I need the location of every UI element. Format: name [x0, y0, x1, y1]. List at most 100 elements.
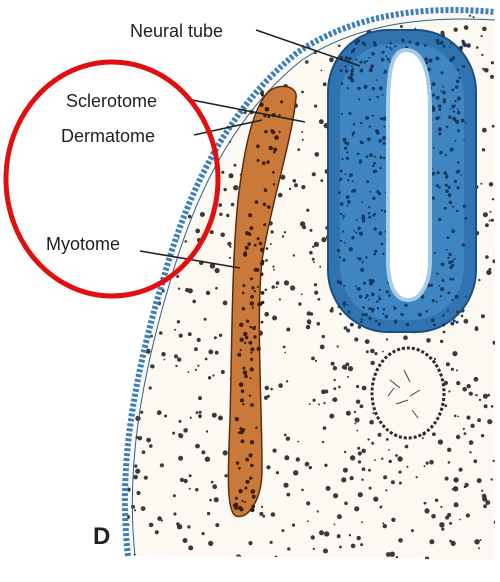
- neural-cell-dot: [385, 315, 389, 319]
- cell-dot: [196, 144, 201, 149]
- label-sclerotome: Sclerotome: [66, 91, 157, 111]
- neural-cell-dot: [435, 116, 439, 120]
- cell-dot: [183, 428, 188, 433]
- cell-dot: [236, 554, 241, 559]
- dermomyotome-cell-dot: [250, 464, 253, 467]
- neural-cell-dot: [351, 236, 354, 239]
- neural-cell-dot: [455, 140, 457, 142]
- neural-cell-dot: [457, 129, 460, 132]
- dermomyotome-cell-dot: [241, 439, 245, 443]
- neural-cell-dot: [362, 261, 364, 263]
- neural-cell-dot: [347, 304, 349, 306]
- cell-dot: [489, 182, 493, 186]
- cell-dot: [323, 549, 328, 554]
- cell-dot: [134, 509, 136, 511]
- neural-cell-dot: [406, 323, 409, 326]
- cell-dot: [485, 255, 489, 259]
- cell-dot: [494, 520, 498, 524]
- cell-dot: [210, 230, 214, 234]
- cell-dot: [208, 376, 211, 379]
- cell-dot: [314, 242, 319, 247]
- dermomyotome-cell-dot: [240, 338, 244, 342]
- cell-dot: [470, 424, 474, 428]
- neural-cell-dot: [438, 186, 440, 188]
- neural-cell-dot: [381, 58, 385, 62]
- cell-dot: [120, 36, 124, 40]
- neural-cell-dot: [455, 120, 459, 124]
- cell-dot: [194, 347, 198, 351]
- cell-dot: [438, 439, 443, 444]
- cell-dot: [154, 558, 159, 563]
- cell-dot: [283, 346, 286, 349]
- cell-dot: [148, 238, 150, 240]
- cell-dot: [272, 285, 275, 288]
- cell-dot: [210, 88, 215, 93]
- dermomyotome-cell-dot: [261, 301, 264, 304]
- cell-dot: [148, 562, 151, 565]
- neural-cell-dot: [449, 46, 451, 48]
- cell-dot: [445, 477, 449, 481]
- dermomyotome-cell-dot: [249, 341, 253, 345]
- cell-dot: [448, 390, 450, 392]
- dermomyotome-cell-dot: [250, 367, 254, 371]
- neural-cell-dot: [351, 49, 354, 52]
- cell-dot: [457, 416, 459, 418]
- cell-dot: [238, 57, 242, 61]
- dermomyotome-cell-dot: [237, 353, 241, 357]
- cell-dot: [163, 196, 167, 200]
- neural-cell-dot: [450, 43, 452, 45]
- cell-dot: [283, 483, 288, 488]
- cell-dot: [189, 488, 191, 490]
- neural-cell-dot: [439, 151, 443, 155]
- cell-dot: [135, 156, 139, 160]
- cell-dot: [312, 246, 314, 248]
- cell-dot: [293, 254, 295, 256]
- cell-dot: [312, 172, 316, 176]
- dermomyotome-cell-dot: [233, 503, 237, 507]
- cell-dot: [202, 84, 205, 87]
- cell-dot: [219, 334, 222, 337]
- cell-dot: [235, 43, 240, 48]
- cell-dot: [312, 258, 315, 261]
- dermomyotome-cell-dot: [247, 242, 251, 246]
- cell-dot: [354, 411, 356, 413]
- neural-cell-dot: [442, 91, 446, 95]
- neural-cell-dot: [463, 44, 467, 48]
- cell-dot: [305, 60, 309, 64]
- dermomyotome-cell-dot: [261, 291, 265, 295]
- cell-dot: [155, 268, 159, 272]
- cell-dot: [239, 38, 244, 43]
- cell-dot: [140, 411, 143, 414]
- dermomyotome-cell-dot: [250, 352, 252, 354]
- dermomyotome-cell-dot: [244, 375, 248, 379]
- cell-dot: [449, 522, 452, 525]
- cell-dot: [286, 380, 288, 382]
- cell-dot: [358, 451, 362, 455]
- neural-cell-dot: [438, 127, 442, 131]
- cell-dot: [281, 43, 285, 47]
- cell-dot: [339, 546, 342, 549]
- cell-dot: [365, 339, 370, 344]
- cell-dot: [369, 420, 374, 425]
- cell-dot: [361, 521, 363, 523]
- cell-dot: [151, 365, 155, 369]
- neural-canal: [388, 50, 430, 300]
- cell-dot: [358, 460, 361, 463]
- neural-cell-dot: [447, 310, 449, 312]
- cell-dot: [422, 437, 424, 439]
- neural-cell-dot: [355, 285, 357, 287]
- neural-cell-dot: [340, 170, 343, 173]
- cell-dot: [482, 148, 485, 151]
- cell-dot: [195, 369, 197, 371]
- cell-dot: [123, 151, 125, 153]
- cell-dot: [456, 381, 460, 385]
- neural-cell-dot: [350, 323, 354, 327]
- neural-cell-dot: [340, 240, 342, 242]
- cell-dot: [131, 261, 136, 266]
- neural-cell-dot: [342, 259, 345, 262]
- cell-dot: [176, 275, 179, 278]
- neural-cell-dot: [449, 253, 452, 256]
- dermomyotome-cell-dot: [265, 107, 270, 112]
- cell-dot: [491, 405, 494, 408]
- neural-cell-dot: [372, 165, 374, 167]
